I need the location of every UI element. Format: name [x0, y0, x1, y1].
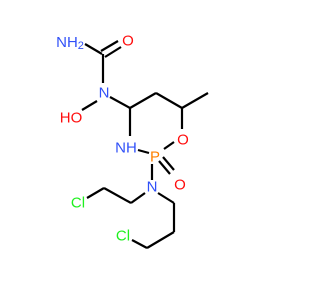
- bond-urea-n-ring-c: [109, 96, 131, 109]
- bond-phosphoryl-double-b: [162, 156, 175, 171]
- bond-right-ch2-ch2b: [146, 231, 175, 249]
- bonds: [81, 40, 209, 249]
- mustard-nitrogen-label: N: [147, 179, 158, 196]
- bond-mustard-n-left-ch2: [130, 192, 146, 204]
- bond-ring-c4-c5: [129, 92, 157, 109]
- chlorine-left-label: Cl: [71, 195, 85, 212]
- carbonyl-oxygen-label: O: [122, 33, 134, 50]
- phosphorus-label: P: [150, 149, 160, 166]
- bond-carbonyl-double-a: [100, 40, 119, 52]
- urea-nitrogen-label: N: [99, 85, 110, 102]
- bond-ring-nh-p: [137, 148, 150, 155]
- bond-phosphoryl-double-a: [158, 160, 171, 175]
- molecule-structure-diagram: NH2 O HO N NH P O O N Cl Cl: [56, 33, 209, 249]
- bond-c6-methyl: [181, 92, 209, 109]
- chlorine-right-label: Cl: [116, 228, 130, 245]
- ring-nh-label: NH: [115, 140, 137, 157]
- bond-nh2-carbonyl-c: [84, 43, 103, 55]
- bond-left-ch2-ch2: [103, 187, 132, 204]
- bond-mustard-n-right-ch2: [157, 192, 175, 204]
- hydroxyl-oxygen-label: HO: [60, 110, 83, 127]
- bond-urea-n-hydroxyl: [81, 100, 98, 111]
- atom-labels: NH2 O HO N NH P O O N Cl Cl: [56, 33, 189, 245]
- bond-carbonyl-double-b: [104, 46, 122, 58]
- ring-oxygen-label: O: [177, 132, 189, 149]
- phosphoryl-oxygen-label: O: [174, 177, 186, 194]
- bond-ring-c5-c6: [155, 92, 183, 109]
- bond-ring-o-p: [163, 141, 175, 150]
- bond-right-ch2-cl: [131, 239, 148, 249]
- amine-nh2-label: NH2: [56, 34, 84, 53]
- bond-left-ch2-cl: [86, 187, 105, 199]
